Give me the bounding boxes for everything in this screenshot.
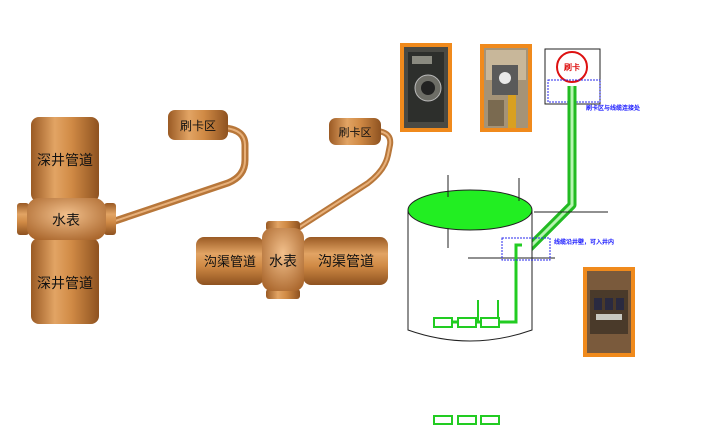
- bottom-meter-group: [434, 416, 452, 424]
- middle-meter-label: 水表: [269, 254, 297, 270]
- left-connector-pipe: [112, 128, 245, 222]
- well-meter-group: [458, 318, 476, 327]
- right-diagram: 刷卡 刷卡区与线缆连接处 线缆沿井壁，可入井内: [402, 45, 641, 424]
- card-reader-label: 刷卡: [563, 62, 580, 72]
- middle-diagram: 沟渠管道 沟渠管道 水表 刷卡区: [196, 118, 390, 299]
- middle-card-area-label: 刷卡区: [339, 126, 372, 139]
- middle-right-pipe-label: 沟渠管道: [318, 254, 374, 270]
- left-meter-label: 水表: [52, 213, 80, 229]
- well-meter-group: [481, 318, 499, 327]
- top-note: 刷卡区与线缆连接处: [586, 104, 641, 112]
- middle-note: 线缆沿井壁，可入井内: [554, 238, 614, 246]
- well-cylinder: [408, 175, 608, 341]
- middle-left-pipe-label: 沟渠管道: [204, 255, 256, 270]
- well-meter-groups: [434, 318, 499, 327]
- well-water-surface: [408, 190, 532, 230]
- left-card-area-label: 刷卡区: [180, 119, 216, 133]
- bottom-meter-groups: [434, 416, 499, 424]
- photo-meter-closeup: [402, 45, 450, 130]
- left-top-pipe-label: 深井管道: [37, 153, 93, 169]
- bottom-meter-group: [458, 416, 476, 424]
- photo-card-reader-install: [482, 46, 530, 130]
- bottom-meter-group: [481, 416, 499, 424]
- left-bottom-pipe-label: 深井管道: [37, 276, 93, 292]
- left-diagram: 深井管道 深井管道 水表 刷卡区: [17, 110, 245, 324]
- photo-well-interior: [585, 269, 633, 355]
- middle-connector-pipe: [292, 131, 390, 232]
- well-meter-group: [434, 318, 452, 327]
